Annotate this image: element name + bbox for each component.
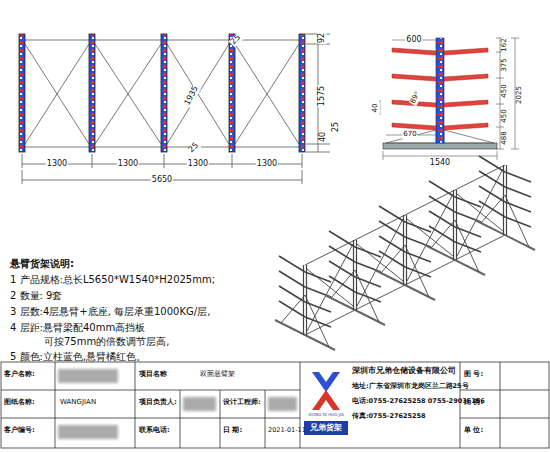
title-block-cell: 图纸名称: bbox=[4, 399, 35, 407]
dimension-label: 600 bbox=[405, 36, 422, 45]
title-block-cell: 项目负责人: bbox=[139, 399, 177, 407]
company-info: 地址:广东省深圳市龙岗区兰二路25号 bbox=[352, 383, 469, 390]
title-block-cell: 双面悬臂架 bbox=[200, 371, 235, 379]
title-block-cell: 设计工程师: bbox=[223, 399, 261, 406]
dimension-label: 450 bbox=[501, 108, 509, 123]
title-block-cell: 日 期: bbox=[223, 427, 242, 435]
spec-note: 2 数量: 9套 bbox=[10, 290, 62, 301]
dimension-label: 450 bbox=[501, 83, 509, 98]
dimension-label: 1300 bbox=[117, 160, 139, 169]
dimension-label: 670 bbox=[402, 131, 417, 139]
dimension-label: 488 bbox=[501, 130, 509, 145]
company-logo bbox=[304, 372, 348, 435]
dimension-label: 162 bbox=[501, 37, 509, 52]
title-block-cell: 客户名称: bbox=[4, 371, 35, 379]
logo-subtitle: XIONG DI HUO JIA bbox=[308, 413, 343, 417]
title-block-cell: 联系电话: bbox=[139, 427, 170, 435]
spec-note: 可按75mm的倍数调节层高, bbox=[44, 336, 169, 347]
spec-note: 4 层距:悬臂梁配40mm高挡板 bbox=[10, 322, 145, 333]
dimension-label: 1935 bbox=[183, 84, 201, 108]
title-block-cell: 项目名称 bbox=[139, 371, 167, 379]
title-block-cell: 图 号: bbox=[464, 371, 483, 379]
side-view bbox=[380, 38, 519, 160]
title-block-cell: 比 例: bbox=[464, 399, 483, 407]
dimension-label: 1300 bbox=[256, 160, 278, 169]
title-block-cell: 客户编号: bbox=[4, 427, 35, 435]
dimension-label: 92 bbox=[318, 32, 327, 44]
front-view bbox=[19, 34, 330, 184]
spec-note: 悬臂货架说明: bbox=[10, 258, 74, 269]
title-block bbox=[1, 362, 549, 448]
dimension-label: 40 bbox=[319, 131, 328, 143]
company-info: 传真:0755-27625258 bbox=[352, 413, 426, 420]
spec-note: 3 层数:4层悬臂+底座, 每层承重1000KG/层, bbox=[10, 306, 210, 317]
iso-view bbox=[275, 156, 535, 350]
dimension-label: 1300 bbox=[187, 160, 209, 169]
dimension-label: 375 bbox=[501, 57, 509, 72]
logo-text: 兄弟货架 bbox=[310, 424, 342, 433]
dimension-label: 5650 bbox=[151, 176, 173, 185]
spec-note: 1 产品规格:总长L5650*W1540*H2025mm; bbox=[10, 274, 215, 285]
title-block-cell: 2021-01-11 bbox=[268, 427, 306, 434]
dimension-label: 25 bbox=[229, 33, 244, 48]
title-block-cell: 单 位: bbox=[464, 427, 483, 435]
dimension-label: 1540 bbox=[429, 159, 451, 168]
dimension-label: 40 bbox=[372, 103, 380, 114]
dimension-label: 2025 bbox=[516, 85, 524, 105]
dimension-label: 25 bbox=[332, 121, 341, 133]
company-info: 深圳市兄弟仓储设备有限公司 bbox=[352, 367, 456, 376]
spec-note: 5 颜色:立柱蓝色,悬臂橘红色。 bbox=[10, 351, 146, 362]
dimension-label: 25 bbox=[187, 141, 202, 156]
dimension-label: 1300 bbox=[46, 160, 68, 169]
title-block-cell: WANGJIAN bbox=[60, 399, 96, 407]
dimension-label: 89° bbox=[409, 90, 423, 106]
dimension-label: 1575 bbox=[318, 85, 327, 107]
